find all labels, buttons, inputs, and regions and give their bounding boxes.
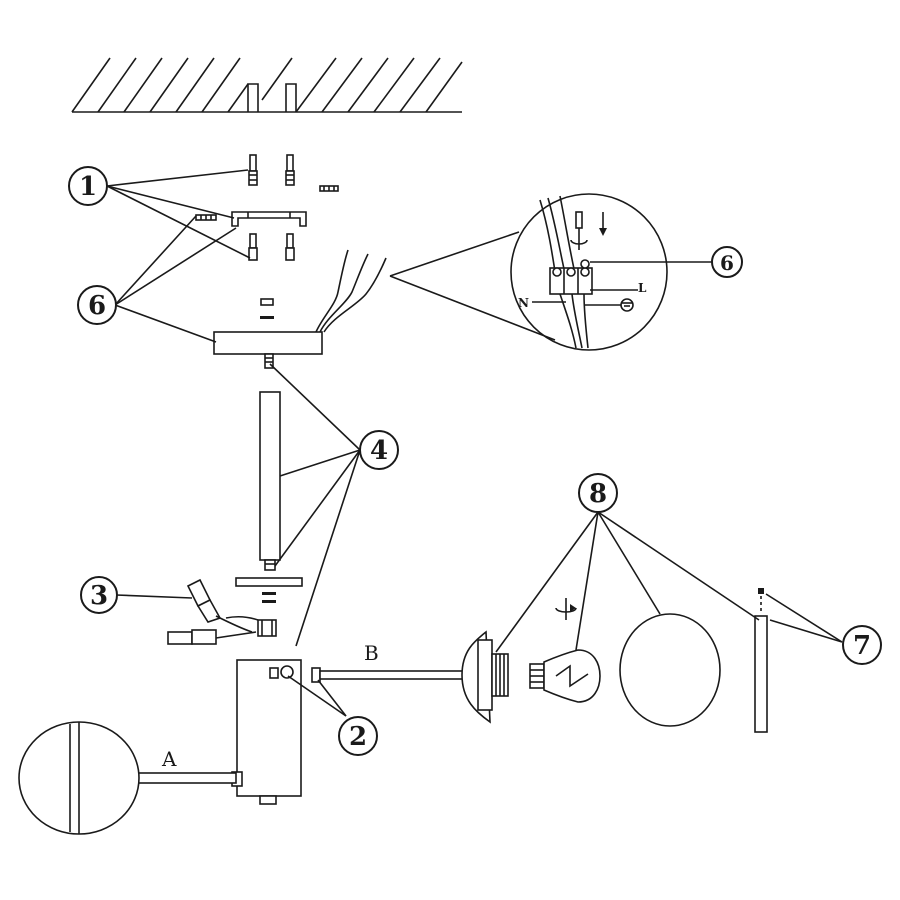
callout-4: 4 [359, 430, 399, 470]
svg-text:3: 3 [90, 581, 108, 611]
detail-leader-bottom [389, 275, 556, 341]
wiring-detail: N L [510, 193, 712, 351]
arm-a-label: A [161, 747, 177, 771]
svg-text:8: 8 [589, 479, 607, 509]
glass-globe-left [18, 721, 140, 835]
canopy-nut [260, 298, 274, 306]
callout-6-detail: 6 [711, 246, 743, 278]
svg-text:7: 7 [853, 631, 871, 661]
detail-leader-top [389, 231, 520, 277]
screws-and-plugs [195, 154, 339, 261]
callout-3: 3 [80, 576, 118, 614]
neutral-wire-label: N [518, 296, 529, 310]
supply-wires [315, 249, 387, 333]
callout-1: 1 [68, 166, 108, 206]
callout-8: 8 [578, 473, 618, 513]
callout-2: 2 [338, 716, 378, 756]
glass-shade-right [619, 613, 721, 727]
leader-lines [106, 169, 843, 717]
callout-6: 6 [77, 285, 117, 325]
svg-text:2: 2 [349, 722, 367, 752]
callout-7: 7 [842, 625, 882, 665]
light-bulb [529, 598, 601, 703]
decorative-sleeve [754, 588, 768, 733]
lamp-body [231, 659, 302, 805]
ceiling [71, 57, 463, 113]
svg-text:1: 1 [79, 172, 97, 202]
svg-text:4: 4 [370, 436, 388, 466]
arm-b: B [311, 630, 509, 724]
live-wire-label: L [638, 281, 647, 295]
arm-b-label: B [364, 641, 379, 665]
canopy [213, 331, 323, 369]
arm-a: A [135, 747, 237, 784]
lamp-holders [167, 578, 277, 645]
down-rod [235, 391, 303, 603]
svg-text:6: 6 [720, 251, 734, 275]
canopy-washer [260, 316, 274, 319]
mounting-bracket [231, 211, 307, 227]
svg-text:6: 6 [88, 291, 106, 321]
